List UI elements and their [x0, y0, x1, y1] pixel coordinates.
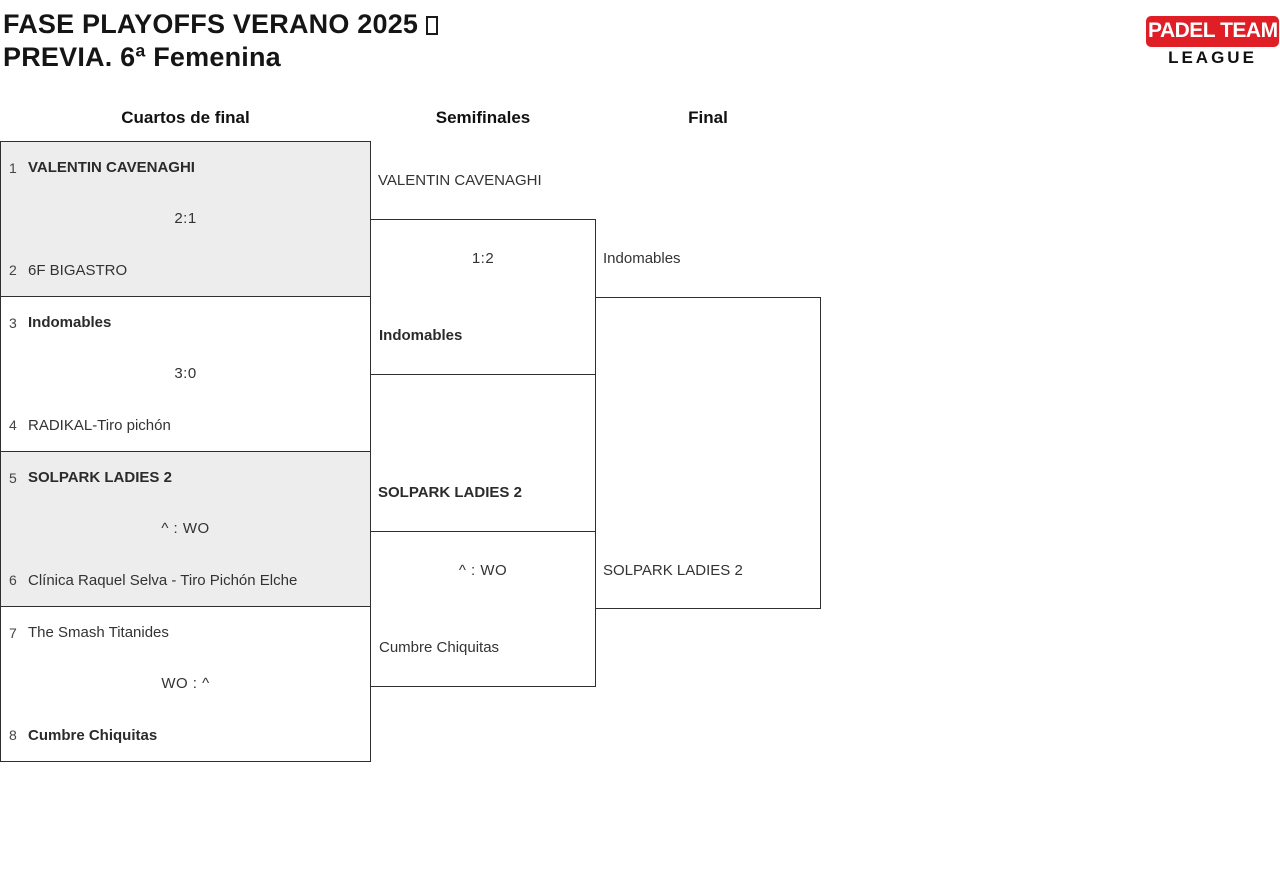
padel-team-league-logo: PADEL TEAM LEAGUE	[1146, 16, 1279, 68]
team-name: RADIKAL-Tiro pichón	[28, 416, 171, 434]
seed-number: 7	[9, 624, 17, 641]
semifinal-match-1: 1:2 Indomables	[370, 219, 596, 375]
team-name: SOLPARK LADIES 2	[28, 469, 172, 487]
quarterfinal-match-2: 3 Indomables 3:0 4 RADIKAL-Tiro pichón	[0, 296, 371, 452]
team-name: 6F BIGASTRO	[28, 261, 128, 279]
quarterfinal-match-3: 5 SOLPARK LADIES 2 ^ : WO 6 Clínica Raqu…	[0, 451, 371, 607]
match-score-row: ^ : WO	[371, 532, 595, 609]
match-score: 2:1	[174, 210, 197, 228]
match-team-row: 6 Clínica Raquel Selva - Tiro Pichón Elc…	[1, 555, 370, 606]
header-quarterfinals: Cuartos de final	[121, 108, 250, 127]
page-title: FASE PLAYOFFS VERANO 2025 PREVIA. 6ª Fem…	[3, 8, 439, 74]
match-score: ^ : WO	[458, 562, 508, 579]
semifinal-2-team1-label: SOLPARK LADIES 2	[370, 453, 596, 531]
match-score-row: 2:1	[1, 193, 370, 244]
round-headers: Cuartos de final Semifinales Final	[0, 108, 830, 132]
team-name: VALENTIN CAVENAGHI	[378, 171, 542, 189]
team-name: Cumbre Chiquitas	[379, 639, 500, 656]
team-name: Indomables	[28, 314, 112, 332]
semifinal-match-2: ^ : WO Cumbre Chiquitas	[370, 531, 596, 687]
header-final: Final	[688, 108, 728, 127]
team-name: Clínica Raquel Selva - Tiro Pichón Elche	[28, 571, 298, 589]
page-title-line2: PREVIA. 6ª Femenina	[3, 42, 281, 72]
header-semifinals: Semifinales	[435, 108, 531, 127]
match-team-row: 3 Indomables	[1, 297, 370, 348]
logo-padel-team: PADEL TEAM	[1146, 16, 1279, 47]
semifinal-1-team1-label: VALENTIN CAVENAGHI	[370, 141, 596, 219]
team-name: Indomables	[603, 249, 681, 267]
match-team-row: 4 RADIKAL-Tiro pichón	[1, 400, 370, 451]
seed-number: 6	[9, 572, 17, 589]
match-team-row: Indomables	[371, 297, 595, 374]
seed-number: 2	[9, 262, 17, 279]
match-score-row: WO : ^	[1, 658, 370, 709]
seed-number: 3	[9, 314, 17, 331]
match-score: 3:0	[174, 365, 197, 383]
team-name: VALENTIN CAVENAGHI	[28, 159, 195, 177]
team-name: SOLPARK LADIES 2	[603, 561, 743, 579]
final-match	[595, 297, 821, 609]
quarterfinal-match-4: 7 The Smash Titanides WO : ^ 8 Cumbre Ch…	[0, 606, 371, 762]
seed-number: 1	[9, 159, 17, 176]
page-title-line1: FASE PLAYOFFS VERANO 2025	[3, 8, 439, 41]
final-team2-label: SOLPARK LADIES 2	[595, 531, 821, 609]
logo-league: LEAGUE	[1168, 48, 1257, 67]
match-team-row: Cumbre Chiquitas	[371, 609, 595, 686]
match-score-row: 1:2	[371, 220, 595, 297]
seed-number: 8	[9, 727, 17, 744]
team-name: Indomables	[379, 327, 463, 344]
seed-number: 5	[9, 469, 17, 486]
match-team-row: 7 The Smash Titanides	[1, 607, 370, 658]
match-team-row: 1 VALENTIN CAVENAGHI	[1, 142, 370, 193]
match-team-row: 8 Cumbre Chiquitas	[1, 710, 370, 761]
team-name: SOLPARK LADIES 2	[378, 483, 522, 501]
bracket: 1 VALENTIN CAVENAGHI 2:1 2 6F BIGASTRO 3…	[0, 141, 830, 771]
match-score-row: 3:0	[1, 348, 370, 399]
final-team1-label: Indomables	[595, 219, 821, 297]
seed-number: 4	[9, 417, 17, 434]
match-score-row: ^ : WO	[1, 503, 370, 554]
team-name: Cumbre Chiquitas	[28, 726, 158, 744]
quarterfinal-match-1: 1 VALENTIN CAVENAGHI 2:1 2 6F BIGASTRO	[0, 141, 371, 297]
match-team-row: 5 SOLPARK LADIES 2	[1, 452, 370, 503]
match-score: 1:2	[471, 250, 495, 267]
match-score: WO : ^	[161, 675, 210, 693]
match-score: ^ : WO	[161, 520, 210, 538]
team-name: The Smash Titanides	[28, 624, 169, 642]
match-team-row: 2 6F BIGASTRO	[1, 245, 370, 296]
missing-glyph-icon	[426, 16, 439, 35]
